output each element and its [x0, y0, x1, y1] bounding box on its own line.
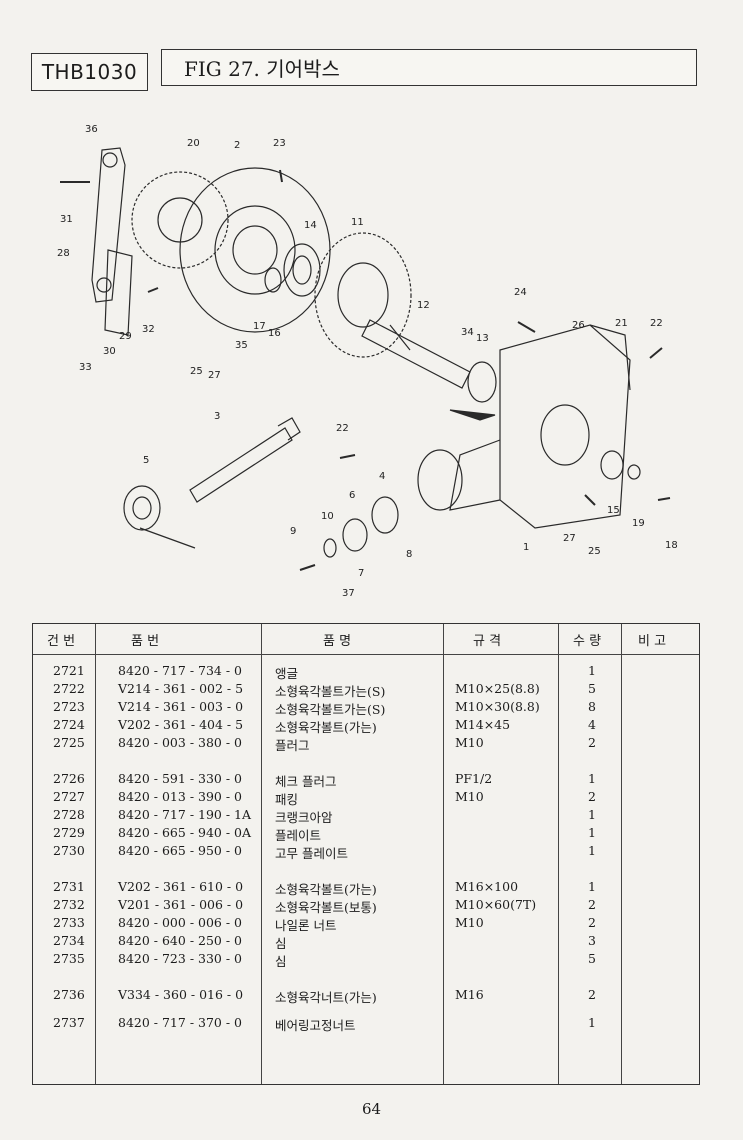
callout-label: 9 — [290, 526, 296, 537]
callout-label: 26 — [572, 320, 585, 331]
callout-label: 17 — [253, 321, 266, 332]
callout-label: 7 — [358, 568, 364, 579]
callout-label: 3 — [214, 411, 220, 422]
callout-label: 5 — [143, 455, 149, 466]
figure-title: FIG 27. 기어박스 — [184, 57, 340, 81]
callout-label: 2 — [234, 140, 240, 151]
callout-label: 1 — [523, 542, 529, 553]
callout-label: 11 — [351, 217, 364, 228]
callout-label: 22 — [336, 423, 349, 434]
callout-label: 30 — [103, 346, 116, 357]
header-part-name: 품 명 — [323, 633, 352, 649]
callout-label: 23 — [273, 138, 286, 149]
callout-label: 28 — [57, 248, 70, 259]
callout-labels: 36 20 2 23 31 28 14 11 12 24 26 21 22 29… — [57, 124, 678, 599]
header-remark: 비 고 — [638, 633, 667, 649]
header-spec: 규 격 — [473, 633, 502, 649]
callout-label: 36 — [85, 124, 98, 135]
callout-label: 35 — [235, 340, 248, 351]
exploded-parts-diagram: 36 20 2 23 31 28 14 11 12 24 26 21 22 29… — [30, 110, 710, 610]
callout-label: 15 — [607, 505, 620, 516]
crank-arm-shape — [91, 147, 126, 303]
model-code: THB1030 — [41, 60, 138, 84]
header-item-no: 건 번 — [47, 633, 76, 649]
page-number: 64 — [361, 1100, 382, 1118]
callout-label: 31 — [60, 214, 73, 225]
callout-label: 34 — [461, 327, 474, 338]
callout-label: 4 — [379, 471, 385, 482]
callout-label: 25 — [588, 546, 601, 557]
callout-label: 8 — [406, 549, 412, 560]
figure-title-box: FIG 27. 기어박스 — [161, 49, 697, 86]
model-code-box: THB1030 — [31, 53, 148, 91]
callout-label: 21 — [615, 318, 628, 329]
callout-label: 32 — [142, 324, 155, 335]
callout-label: 27 — [208, 370, 221, 381]
callout-label: 22 — [650, 318, 663, 329]
callout-label: 19 — [632, 518, 645, 529]
callout-label: 12 — [417, 300, 430, 311]
callout-label: 27 — [563, 533, 576, 544]
header-part-no: 품 번 — [131, 633, 160, 649]
callout-label: 24 — [514, 287, 527, 298]
callout-label: 29 — [119, 331, 132, 342]
gearbox-illustration: 36 20 2 23 31 28 14 11 12 24 26 21 22 29… — [57, 124, 678, 599]
callout-label: 6 — [349, 490, 355, 501]
callout-label: 13 — [476, 333, 489, 344]
callout-label: 33 — [79, 362, 92, 373]
callout-label: 10 — [321, 511, 334, 522]
callout-label: 20 — [187, 138, 200, 149]
header-qty: 수 량 — [573, 633, 602, 649]
callout-label: 18 — [665, 540, 678, 551]
callout-label: 25 — [190, 366, 203, 377]
callout-label: 16 — [268, 328, 281, 339]
callout-label: 37 — [342, 588, 355, 599]
callout-label: 14 — [304, 220, 317, 231]
